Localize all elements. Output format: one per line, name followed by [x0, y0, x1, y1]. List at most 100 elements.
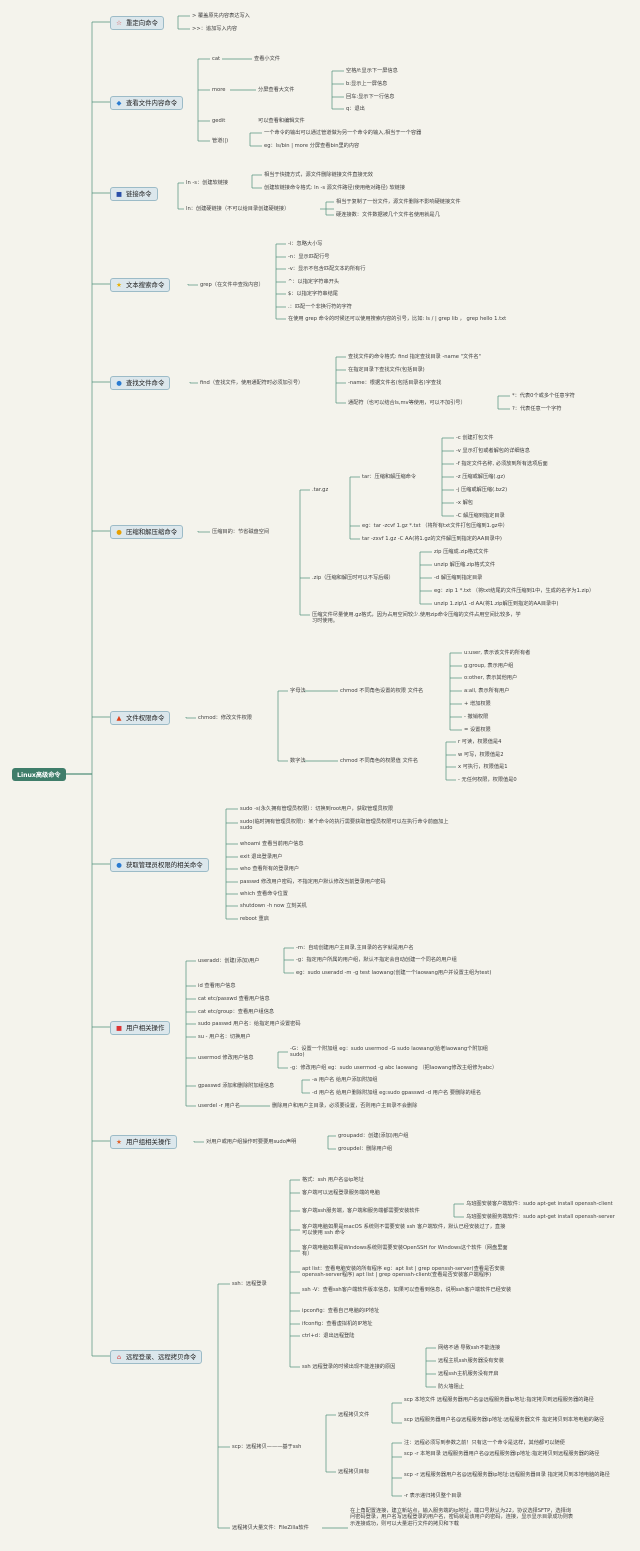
leaf: -a 用户名 给用户添加附加组	[312, 1077, 378, 1083]
leaf: -m：自动创建用户主目录,主目录的名字就是用户名	[296, 945, 414, 951]
leaf: $：以指定字符串结尾	[288, 291, 338, 297]
leaf: -g：修改用户组 eg：sudo usermod -g abc laowang …	[290, 1065, 498, 1071]
leaf: 客户端ssh服务端，客户端和服务端都需要安装软件	[302, 1208, 420, 1214]
star-icon: ★	[116, 1138, 122, 1146]
leaf: 压缩目的：节省磁盘空间	[212, 529, 270, 535]
category-text-search[interactable]: ★文本搜索命令	[110, 278, 171, 292]
leaf: eg：zip 1 *.txt （将txt结尾的文件压缩到1中，生成的名字为1.z…	[434, 588, 595, 594]
leaf: 网络不通 导致ssh不能连接	[438, 1345, 501, 1351]
leaf: gpasswd 添加和删除附加组信息	[198, 1083, 275, 1089]
category-permissions[interactable]: ▲ 文件权限命令	[110, 711, 171, 725]
leaf: groupdel：删除用户组	[338, 1146, 393, 1152]
leaf: id 查看用户信息	[198, 983, 236, 989]
diamond-icon: ◆	[116, 99, 122, 107]
leaf: - 撤销权限	[464, 714, 489, 720]
category-user[interactable]: ■用户相关操作	[110, 1021, 171, 1035]
leaf: eg：sudo useradd -m -g test laowang(创建一个l…	[296, 970, 492, 976]
leaf: grep（在文件中查找内容）	[200, 282, 264, 288]
leaf: groupadd：创建(添加)用户组	[338, 1133, 409, 1139]
leaf: 远程ssh主机服务没有开启	[438, 1371, 499, 1377]
leaf: ssh 远程登录的时候出现不能连接的原因	[302, 1364, 396, 1370]
leaf: gedit	[212, 118, 226, 124]
leaf: 乌班图安装客户端软件：sudo apt-get install openssh-…	[466, 1201, 613, 1207]
leaf: 在使用 grep 命令的时候还可以使用搜索内容的引号，比如: ls / | gr…	[288, 316, 507, 322]
leaf: q：退出	[346, 106, 365, 112]
leaf: sudo passwd 用户名：给指定用户设置密码	[198, 1021, 301, 1027]
leaf: 空格/f:显示下一屏信息	[346, 68, 398, 74]
leaf: who 查看所有的登录用户	[240, 866, 300, 872]
category-admin[interactable]: ● 获取管理员权限的相关命令	[110, 858, 209, 872]
leaf: .tar.gz	[312, 487, 329, 493]
leaf: 防火墙阻止	[438, 1384, 464, 1390]
leaf: which 查看命令位置	[240, 891, 288, 897]
category-label: 文件权限命令	[126, 714, 165, 722]
leaf: sudo(临时拥有管理员权限)：某个命令的执行需要获取管理员权限可以在执行命令前…	[240, 819, 449, 832]
leaf: ssh：远程登录	[232, 1281, 267, 1287]
leaf: 删除用户和用户主目录，必须要设置，否则用户主目录不会删除	[272, 1103, 418, 1109]
leaf: -i：忽略大小写	[288, 241, 323, 247]
leaf: = 设置权限	[464, 727, 491, 733]
leaf: eg：tar -zcvf 1.gz *.txt （将所有txt文件打包压缩到1.…	[362, 523, 508, 529]
leaf: -x 解包	[456, 500, 473, 506]
user-icon: ■	[115, 1024, 123, 1032]
category-view-file[interactable]: ◆ 查看文件内容命令	[110, 96, 184, 110]
leaf: 管道(|)	[212, 138, 229, 144]
leaf: 客户端可以远程登录服务端的电脑	[302, 1190, 380, 1196]
category-remote[interactable]: ⌂ 远程登录、远程拷贝命令	[110, 1350, 203, 1364]
leaf: 相当于快捷方式，源文件删除链接文件直接无效	[264, 172, 373, 178]
leaf: chmod 不同角色设置的权限 文件名	[340, 688, 424, 694]
category-label: 用户组相关操作	[126, 1138, 171, 1146]
leaf: find（查找文件，使用通配符时必须加引号）	[200, 380, 304, 386]
leaf: 创建软链接命令格式: ln -s 源文件路径(使用绝对路径) 软链接	[264, 185, 406, 191]
leaf: -c 创建打包文件	[456, 435, 494, 441]
leaf: -C 解压缩到指定目录	[456, 513, 505, 519]
leaf: 分屏查看大文件	[258, 87, 295, 93]
leaf: -G：设置一个附加组 eg：sudo usermod -G sudo laowa…	[290, 1046, 488, 1059]
leaf: 相当于复制了一份文件，源文件删除不影响硬链接文件	[336, 199, 461, 205]
home-icon: ⌂	[116, 1353, 122, 1361]
category-label: 远程登录、远程拷贝命令	[126, 1353, 197, 1361]
leaf: exit 退出登录用户	[240, 854, 283, 860]
leaf: shutdown -h now 立刻关机	[240, 903, 307, 909]
leaf: ^：以指定字符串开头	[288, 279, 340, 285]
category-label: 获取管理员权限的相关命令	[126, 861, 203, 869]
category-link[interactable]: ■链接命令	[110, 187, 158, 201]
leaf: 一个命令的输出可以通过管道做为另一个命令的输入,相当于一个容器	[264, 130, 422, 136]
leaf: 在指定目录下查找文件(包括目录)	[348, 367, 425, 373]
leaf: sudo -s(永久拥有管理员权限）：切换到root用户，获取管理员权限	[240, 806, 394, 812]
category-find-file[interactable]: ●查找文件命令	[110, 376, 171, 390]
fire-icon: ▲	[116, 714, 122, 722]
category-label: 压缩和解压缩命令	[126, 528, 178, 536]
leaf: passwd 修改用户密码，不指定用户默认修改当前登录用户密码	[240, 879, 386, 885]
leaf: 通配符（也可以结合ls,mv等使用，可以不加引号）	[348, 400, 466, 406]
leaf: -z 压缩或解压缩(.gz)	[456, 474, 506, 480]
leaf: -j 压缩或解压缩(.bz2)	[456, 487, 508, 493]
category-label: 查看文件内容命令	[126, 99, 178, 107]
leaf: 可以查看和编辑文件	[258, 118, 305, 124]
leaf: 格式：ssh 用户名@ip地址	[302, 1177, 364, 1183]
leaf: -name：根据文件名(包括目录名)字查找	[348, 380, 442, 386]
leaf: unzip 解压缩.zip格式文件	[434, 562, 496, 568]
leaf: 远程拷贝大量文件：FileZilla软件	[232, 1525, 309, 1531]
category-redirect[interactable]: ☆重定向命令	[110, 16, 164, 30]
leaf: su - 用户名：切换用户	[198, 1034, 251, 1040]
leaf: u:user, 表示该文件的所有者	[464, 650, 531, 656]
leaf: 远程拷贝文件	[338, 1412, 370, 1418]
leaf: -g：指定用户所属的用户组，默认不指定会自动创建一个同名的用户组	[296, 957, 457, 963]
category-compress[interactable]: ●压缩和解压缩命令	[110, 525, 184, 539]
leaf: userdel -r 用户名	[198, 1103, 241, 1109]
leaf: usermod 修改用户信息	[198, 1055, 254, 1061]
leaf: -v 显示打包或者解包的详细信息	[456, 448, 530, 454]
leaf: zip 压缩成.zip格式文件	[434, 549, 489, 555]
leaf: tar -zxvf 1.gz -C AA(将1.gz的文件解压到指定的AA目录中…	[362, 536, 502, 542]
leaf: unzip 1.zip\1 -d AA(将1.zip解压到指定的AA目录中)	[434, 601, 559, 607]
leaf: 远程主机ssh服务器没有安装	[438, 1358, 504, 1364]
leaf: useradd：创建(添加)用户	[198, 958, 260, 964]
circle-icon: ●	[116, 861, 122, 869]
leaf: scp 远程服务器用户名@远程服务器ip地址:远程服务器文件 指定拷贝到本地电脑…	[404, 1417, 605, 1423]
leaf: ln -s：创建软链接	[186, 180, 229, 186]
category-group[interactable]: ★ 用户组相关操作	[110, 1135, 177, 1149]
leaf: -d 解压缩到指定目录	[434, 575, 483, 581]
leaf: + 增加权限	[464, 701, 491, 707]
